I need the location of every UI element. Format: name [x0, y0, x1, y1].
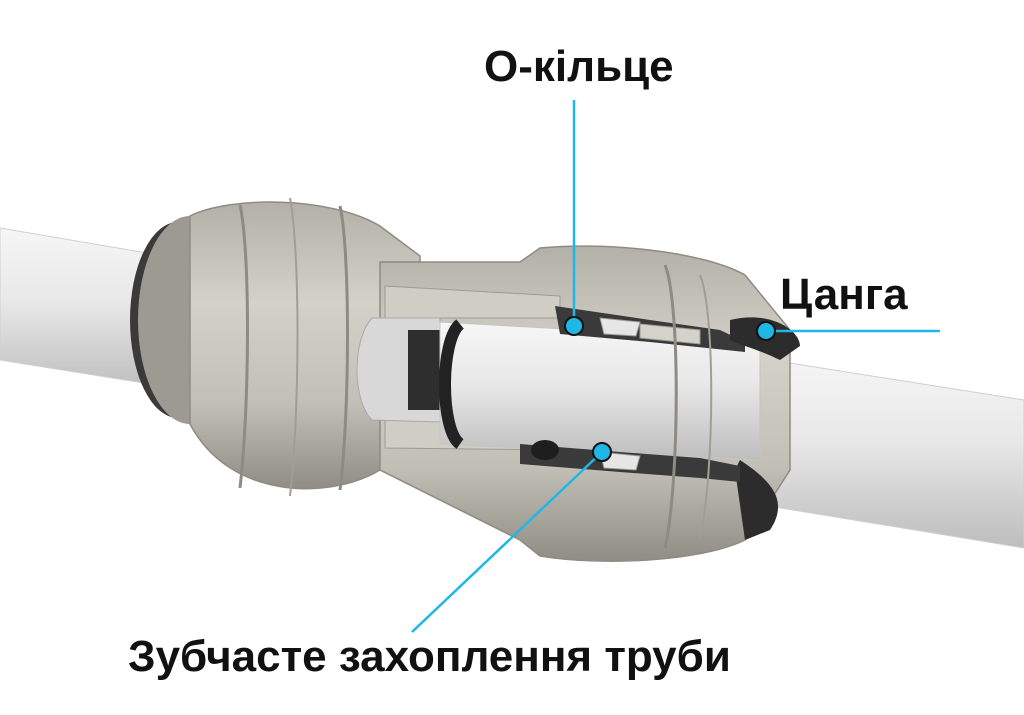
- o-ring-label: О-кільце: [484, 42, 674, 91]
- fitting-body-left: [130, 197, 421, 497]
- o-ring-marker: [564, 316, 584, 336]
- grip-leader-line: [411, 451, 603, 633]
- callout-lines: [411, 100, 940, 633]
- collet-label: Цанга: [780, 270, 908, 319]
- fitting-cutaway: [356, 245, 800, 562]
- tube-grip-label: Зубчасте захоплення труби: [128, 632, 731, 681]
- grip-marker: [592, 442, 612, 462]
- collet-marker: [756, 321, 776, 341]
